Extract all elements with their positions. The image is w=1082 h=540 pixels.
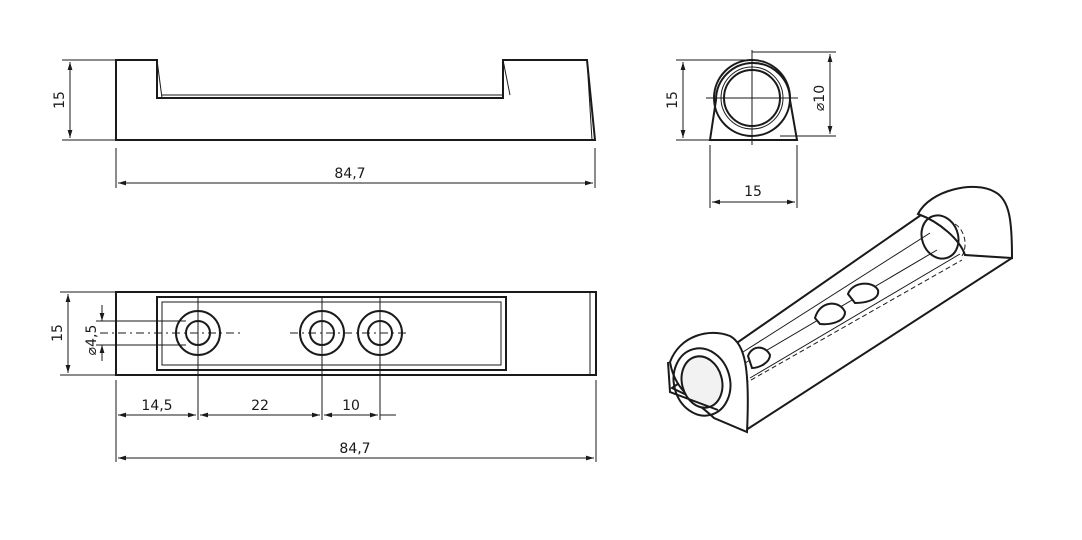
offset-3-dimension: 10 (342, 398, 360, 414)
side-height-dimension: 15 (665, 91, 681, 109)
top-view: 15 ⌀4,5 14,5 22 10 84,7 (50, 291, 597, 462)
top-length-dimension: 84,7 (339, 441, 370, 457)
side-width-dimension: 15 (744, 184, 762, 200)
front-length-dimension: 84,7 (334, 166, 365, 182)
isometric-view (667, 185, 1014, 434)
top-height-dimension: 15 (50, 324, 66, 342)
top-hole-dimension: ⌀4,5 (84, 325, 100, 356)
front-view: 15 84,7 (52, 59, 597, 188)
front-height-dimension: 15 (52, 91, 68, 109)
offset-2-dimension: 22 (251, 398, 269, 414)
side-bore-dimension: ⌀10 (812, 85, 828, 111)
offset-1-dimension: 14,5 (141, 398, 172, 414)
side-view: 15 ⌀10 15 (665, 50, 836, 208)
